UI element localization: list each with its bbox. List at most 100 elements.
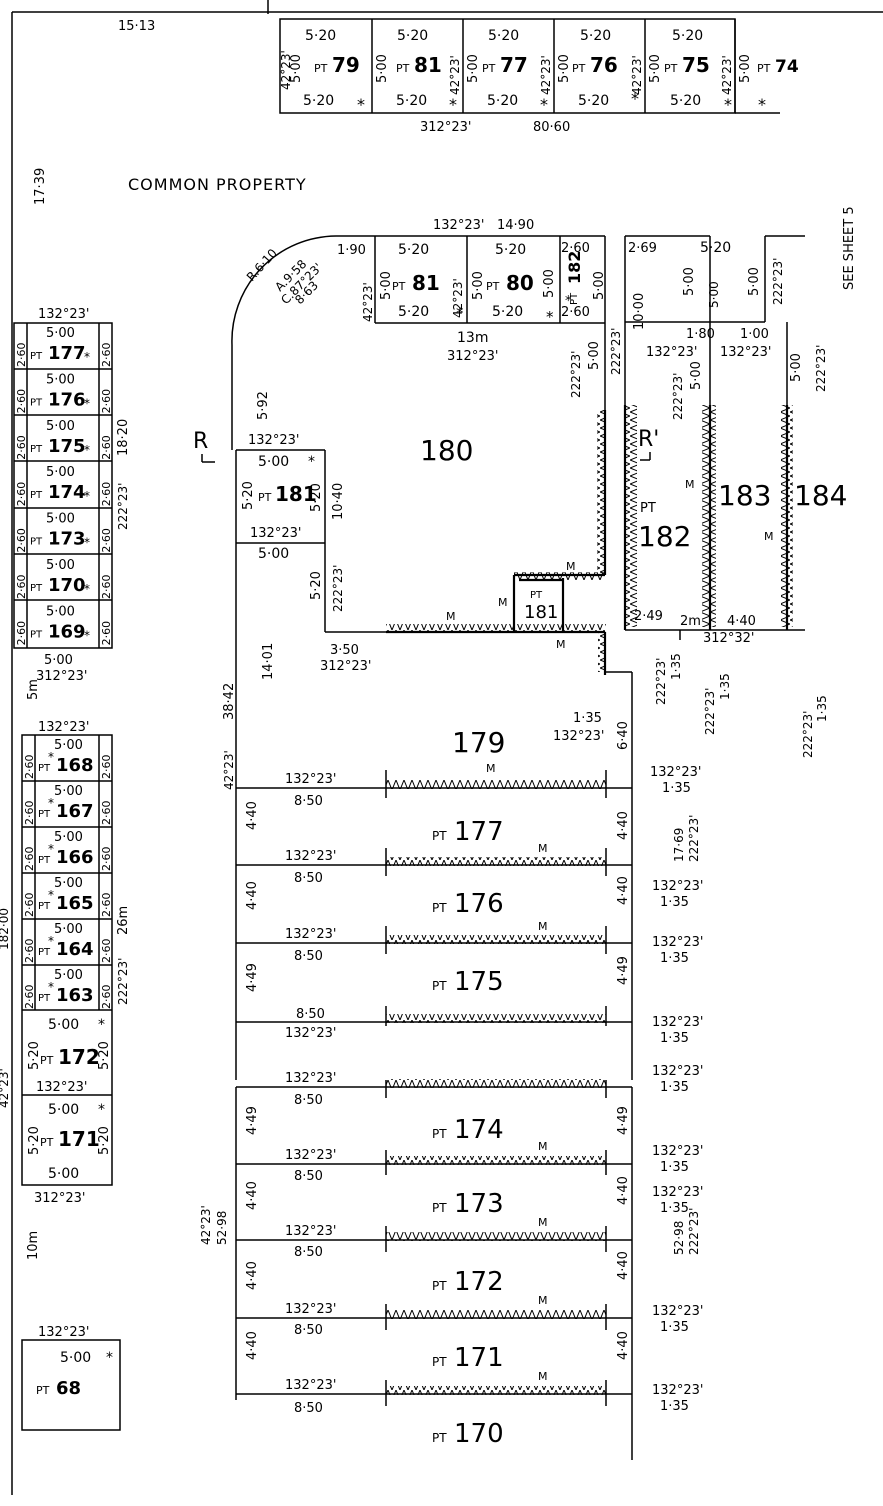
mid-star-1: *	[456, 304, 464, 322]
rb-d2: 1·35	[718, 673, 732, 700]
r-dim-1000: 10·00	[632, 293, 647, 330]
mid-side-4: 5·00	[592, 271, 607, 300]
main-left-bearing: 42°23'	[222, 750, 236, 790]
top-lot-74-prefix: PT	[757, 62, 771, 75]
row172-prefix: PT	[432, 1279, 447, 1293]
lcb-172-side: 5·20	[27, 1041, 42, 1070]
lca-star: *	[84, 489, 90, 503]
lcb-top-bearing: 132°23'	[38, 720, 89, 735]
lower-rows: 132°23' 8·50 4·49 4·49 PT 174 132°23' 1·…	[235, 1064, 703, 1460]
lca-side-right: 2·60	[100, 621, 113, 646]
lcb-lot-num: 163	[56, 985, 94, 1006]
top-dim-2: 5·20	[397, 28, 428, 44]
lcb-right-dim: 26m	[116, 906, 131, 935]
small-181-prefix: PT	[530, 590, 543, 601]
lca-width: 5·00	[46, 465, 75, 480]
mid-top-length: 14·90	[497, 218, 534, 233]
m-184: M	[764, 530, 774, 543]
lot-180-block: R.6·10 A.9·58 C.87°23' 8·63 132°23' 14·9…	[231, 218, 623, 467]
lot-179-number: 179	[452, 726, 505, 759]
upper-rows: 132°23' 8·50 4·40 4·40 PT 177 M 132°23' …	[236, 762, 703, 1046]
r-dim-100: 1·00	[740, 327, 769, 342]
lcb-side-right: 2·60	[100, 893, 113, 918]
lca-side-left: 2·60	[15, 343, 28, 368]
lca-top-bearing: 132°23'	[38, 307, 89, 322]
row173-bearing: 132°23'	[285, 1148, 336, 1163]
lcb-lot-prefix: PT	[38, 993, 51, 1004]
lcb-lot-num: 165	[56, 893, 94, 914]
lcb-width: 5·00	[54, 830, 83, 845]
lca-lot-prefix: PT	[30, 444, 43, 455]
lca-bottom-bearing: 312°23'	[36, 669, 87, 684]
row172-rside: 4·40	[616, 1251, 631, 1280]
row171-rside: 4·40	[616, 1331, 631, 1360]
top-lot-79-prefix: PT	[314, 62, 328, 75]
row175-bottom: 8·50	[296, 1007, 325, 1022]
main-right-1769: 17·69	[672, 828, 686, 862]
lot-181-block: R 5·92 132°23' 5·00 * 5·20 5·20 10·40 PT…	[193, 391, 605, 1080]
r-dim-500-a: 5·00	[682, 267, 697, 296]
row171-width: 8·50	[294, 1323, 323, 1338]
top-bottom-dim-5: 5·20	[670, 93, 701, 109]
lot181-side-left: 5·20	[241, 481, 256, 510]
row175-side: 4·49	[245, 963, 260, 992]
r-dim-500-d: 5·00	[689, 361, 704, 390]
lots-182-184: 2·69 5·20 5·00 5·00 5·00 222°23' 10·00 1…	[623, 235, 847, 758]
top-star-6: *	[758, 95, 766, 114]
lcb-star: *	[48, 750, 54, 764]
lcb-172-width: 5·00	[48, 1017, 79, 1033]
rb-b1: 222°23'	[654, 658, 668, 705]
lcb-star: *	[48, 934, 54, 948]
row170-rb: 132°23'	[652, 1383, 703, 1398]
rb-dim-2m: 2m	[680, 614, 701, 629]
lot-180-hatch: PT 181 M M M M	[386, 410, 607, 675]
lot181-dim-1040: 10·40	[331, 483, 346, 520]
lca-width: 5·00	[46, 512, 75, 527]
top-bottom-dim-1: 5·20	[303, 93, 334, 109]
lca-width: 5·00	[46, 372, 75, 387]
lcb-lot-num: 168	[56, 755, 94, 776]
lcb-lot-num: 164	[56, 939, 94, 960]
top-star-5: *	[724, 95, 732, 114]
m-c: M	[446, 610, 456, 623]
m-183: M	[685, 478, 695, 491]
mid-dim-e: 2·60	[561, 241, 590, 256]
lcb-171-prefix: PT	[40, 1136, 54, 1149]
lot68-width: 5·00	[60, 1350, 91, 1366]
lot179-bearing: 132°23'	[553, 729, 604, 744]
left-dim-1739: 17·39	[33, 168, 48, 205]
lot181-dim-592: 5·92	[256, 391, 271, 420]
lcb-width: 5·00	[54, 922, 83, 937]
r-bearing-2: 222°23'	[771, 258, 785, 305]
lcb-side-right: 2·60	[100, 755, 113, 780]
top-bottom-length: 80·60	[533, 120, 570, 135]
lcb-side-right: 2·60	[100, 985, 113, 1010]
lca-lot-num: 176	[48, 389, 86, 410]
lot68-star: *	[106, 1350, 113, 1366]
mid-side-1: 5·00	[379, 271, 394, 300]
row173-rd: 1·35	[660, 1160, 689, 1175]
row172-side: 4·40	[245, 1261, 260, 1290]
top-star-4: *	[631, 89, 639, 108]
top-side-4: 5·00	[557, 54, 572, 83]
r-dim-500-c: 5·00	[789, 353, 804, 382]
lca-gap: 5m	[26, 679, 41, 700]
rb-dim-440: 4·40	[727, 614, 756, 629]
lca-star: *	[84, 350, 90, 364]
lot181-side3: 5·20	[309, 571, 324, 600]
rb-b2: 222°23'	[703, 688, 717, 735]
row175-rside: 4·49	[616, 956, 631, 985]
top-lot-81: 81	[414, 53, 442, 77]
lca-lot-num: 175	[48, 436, 86, 457]
lcb-width: 5·00	[54, 876, 83, 891]
lca-side-left: 2·60	[15, 435, 28, 460]
top-lot-74: 74	[775, 57, 799, 77]
lcb-side-left: 2·60	[23, 755, 36, 780]
row176-rb: 132°23'	[652, 879, 703, 894]
lca-side-right: 2·60	[100, 435, 113, 460]
row171-rd: 1·35	[660, 1320, 689, 1335]
see-sheet: SEE SHEET 5	[842, 206, 857, 290]
m-a: M	[566, 560, 576, 573]
r-bearing-222-c: 222°23'	[814, 345, 828, 392]
top-bottom-dim-2: 5·20	[396, 93, 427, 109]
